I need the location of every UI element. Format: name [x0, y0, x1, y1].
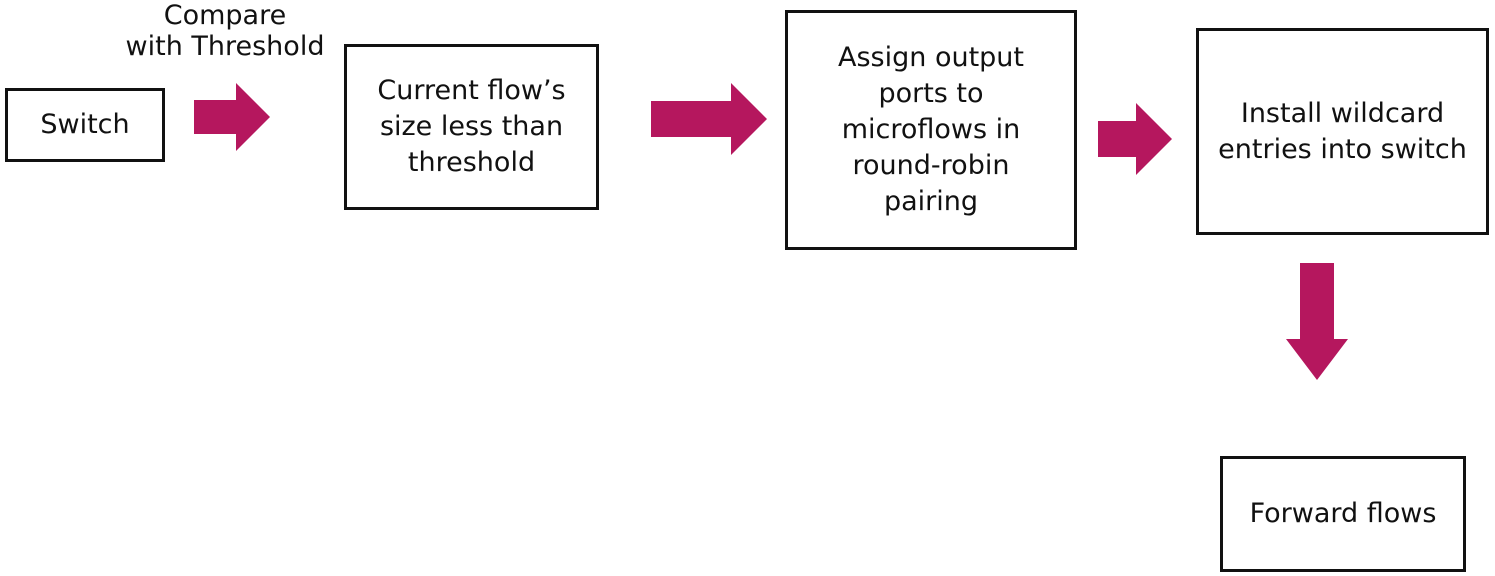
arrow-current-to-assign: [651, 83, 767, 155]
current-flow-node-label: Current flow’s size less than threshold: [377, 75, 566, 178]
current-flow-node: Current flow’s size less than threshold: [344, 44, 599, 210]
install-wildcard-node-label: Install wildcard entries into switch: [1218, 97, 1467, 165]
install-wildcard-node: Install wildcard entries into switch: [1196, 28, 1489, 235]
arrow-assign-to-install: [1098, 103, 1172, 175]
switch-node: Switch: [5, 88, 165, 162]
assign-output-ports-node: Assign output ports to microflows in rou…: [785, 10, 1077, 250]
arrow-install-to-forward: [1286, 263, 1348, 380]
arrow-switch-to-current: [194, 83, 270, 151]
switch-node-label: Switch: [40, 109, 130, 140]
compare-threshold-label: Compare with Threshold: [125, 0, 325, 62]
assign-output-ports-node-label: Assign output ports to microflows in rou…: [838, 42, 1024, 217]
forward-flows-node: Forward flows: [1220, 456, 1466, 572]
forward-flows-node-label: Forward flows: [1249, 498, 1437, 529]
